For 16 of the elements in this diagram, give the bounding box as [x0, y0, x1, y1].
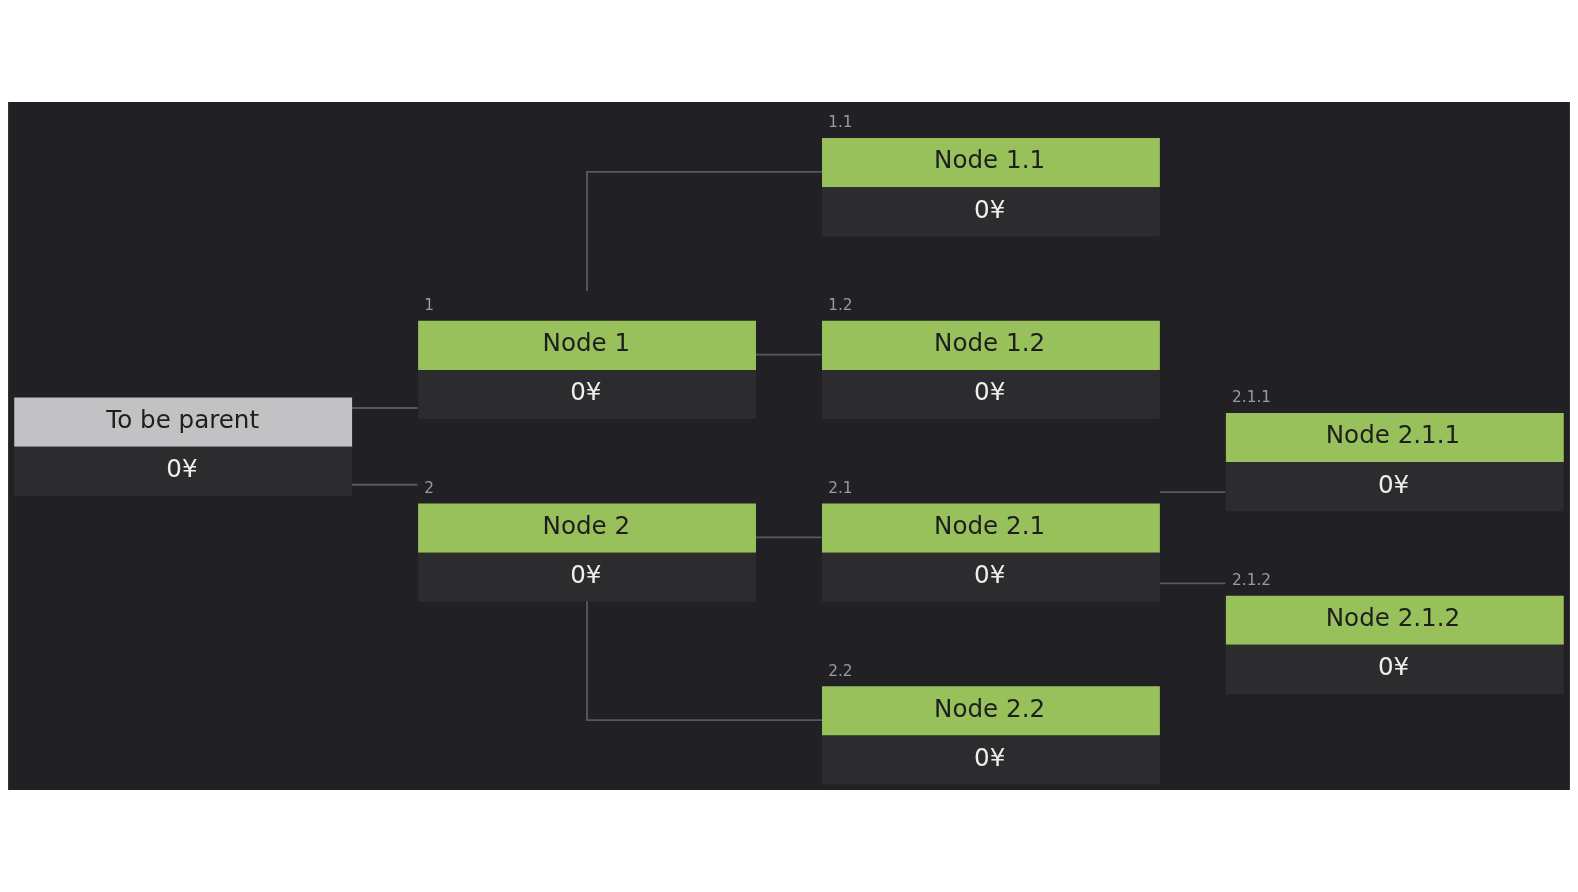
node-label: 2.2	[828, 661, 853, 680]
node-label: 2.1.1	[1232, 388, 1272, 407]
connector	[586, 170, 823, 292]
connector	[1158, 491, 1227, 493]
node-label: 1	[424, 296, 435, 315]
connector	[351, 407, 419, 409]
node-label: 2.1	[828, 478, 853, 497]
connector	[755, 536, 823, 539]
connector	[586, 600, 823, 722]
connector	[1158, 582, 1227, 585]
node-label: 2	[424, 478, 435, 497]
node-label: 2.1.2	[1232, 570, 1272, 589]
node-label: 1.2	[828, 296, 853, 315]
node-label: 1.1	[828, 113, 853, 132]
connector	[351, 483, 419, 486]
connector	[755, 353, 823, 356]
